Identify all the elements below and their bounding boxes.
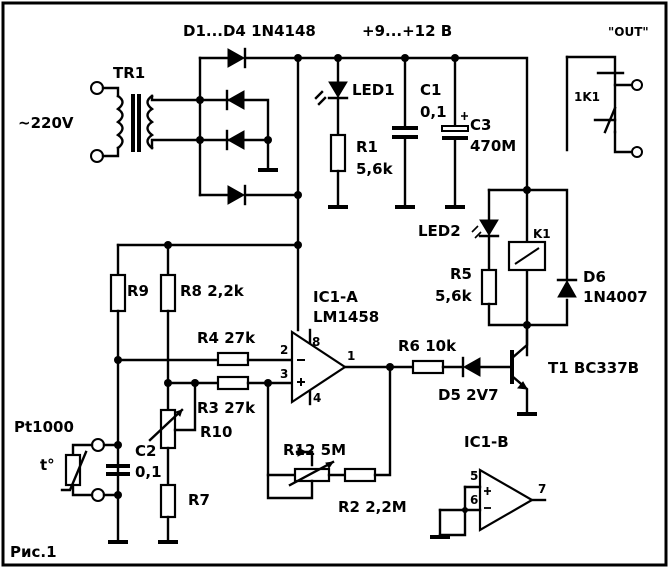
- opamp-ic1a: [290, 328, 394, 406]
- label-pin8: 8: [312, 335, 320, 349]
- diode-bridge: [196, 47, 300, 206]
- input-network: [108, 241, 300, 544]
- label-figure: Рис.1: [10, 543, 57, 561]
- pt1000-sensor: [60, 438, 130, 502]
- label-pin5: 5: [470, 469, 478, 483]
- label-supply: +9...+12 B: [362, 22, 452, 40]
- capacitor-c1: [392, 56, 418, 209]
- label-k1: K1: [533, 227, 551, 241]
- label-out: "OUT": [608, 25, 649, 39]
- label-r4: R4 27k: [197, 329, 256, 347]
- label-diodes: D1...D4 1N4148: [183, 22, 316, 40]
- label-pin1: 1: [347, 349, 355, 363]
- label-r3: R3 27k: [197, 399, 256, 417]
- feedback-network: [266, 365, 392, 500]
- label-led1: LED1: [352, 81, 395, 99]
- label-t-deg: t°: [40, 456, 55, 474]
- label-c3-value: 470M: [470, 137, 516, 155]
- led1-r1-branch: [314, 56, 349, 209]
- label-pin2: 2: [280, 343, 288, 357]
- label-d6-part: 1N4007: [583, 288, 648, 306]
- transformer-tr1: [90, 81, 202, 163]
- label-pin3: 3: [280, 367, 288, 381]
- label-pin4: 4: [313, 391, 321, 405]
- label-r8: R8 2,2k: [180, 282, 245, 300]
- label-r5: R5: [450, 265, 472, 283]
- label-relay-contact: 1K1: [574, 90, 600, 104]
- label-d5: D5 2V7: [438, 386, 499, 404]
- label-ic1a: IC1-A: [313, 288, 358, 306]
- label-ic1a-part: LM1458: [313, 308, 379, 326]
- label-d6: D6: [583, 268, 606, 286]
- label-r2: R2 2,2M: [338, 498, 407, 516]
- label-led2: LED2: [418, 222, 461, 240]
- relay-block: [471, 186, 578, 357]
- label-c2-value: 0,1: [135, 463, 162, 481]
- label-c1-value: 0,1: [420, 103, 447, 121]
- label-c2: C2: [135, 442, 156, 460]
- label-ic1b: IC1-B: [464, 433, 509, 451]
- output-driver: [388, 323, 537, 416]
- relay-contact-1k1: [565, 55, 643, 158]
- label-r7: R7: [188, 491, 210, 509]
- label-pin7: 7: [538, 482, 546, 496]
- label-r12: R12 5M: [283, 441, 346, 459]
- label-pt1000: Pt1000: [14, 418, 74, 436]
- label-t1: T1 BC337B: [548, 359, 639, 377]
- label-pin6: 6: [470, 493, 478, 507]
- label-r5-value: 5,6k: [435, 287, 473, 305]
- label-r1-value: 5,6k: [356, 160, 394, 178]
- label-mains: ~220V: [18, 114, 74, 132]
- label-tr1: TR1: [113, 64, 145, 82]
- label-c3: C3: [470, 116, 491, 134]
- label-r6: R6 10k: [398, 337, 457, 355]
- label-r1: R1: [356, 138, 378, 156]
- capacitor-c3: [441, 56, 469, 209]
- label-r10: R10: [200, 423, 232, 441]
- label-c1: C1: [420, 81, 441, 99]
- opamp-ic1b: [430, 468, 547, 539]
- label-r9: R9: [127, 282, 149, 300]
